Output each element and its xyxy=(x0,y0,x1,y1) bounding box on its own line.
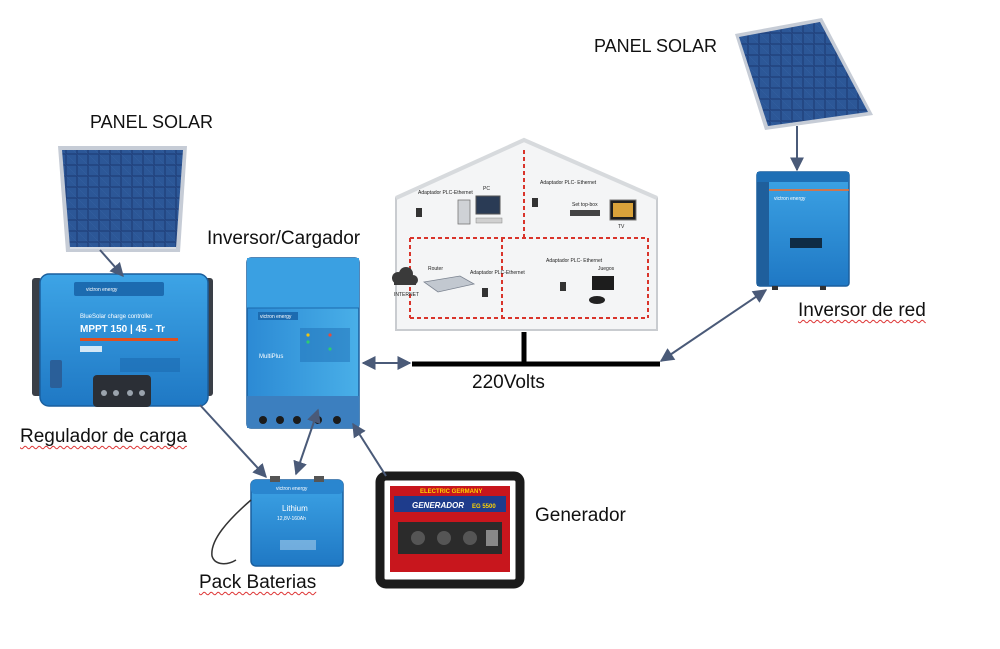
battery-brand: victron energy xyxy=(276,486,308,492)
regulator-model-line1: BlueSolar charge controller xyxy=(80,314,152,320)
arrow-panel-to-regulator xyxy=(99,249,124,278)
house-pc-label: PC xyxy=(483,186,490,192)
generator: ELECTRIC GERMANY GENERADOR EG 5500 xyxy=(375,471,525,589)
house-adapter3-label: Adaptador PLC-Ethernet xyxy=(470,270,525,276)
arrow-generator-to-inverter xyxy=(352,422,387,477)
battery-line1: Lithium xyxy=(282,504,308,513)
label-regulador-text: Regulador de carga xyxy=(20,426,187,447)
label-inversor-red-text: Inversor de red xyxy=(798,300,926,321)
solar-panel-right xyxy=(735,18,873,130)
inverter-charger: victron energy MultiPlus xyxy=(246,257,360,429)
house-adapter1-label: Adaptador PLC-Ethernet xyxy=(418,190,473,196)
arrow-regulator-to-battery xyxy=(199,404,267,479)
label-pack-baterias-text: Pack Baterias xyxy=(199,572,317,593)
multiplus-brand: victron energy xyxy=(260,314,292,320)
generator-name: GENERADOR xyxy=(412,501,464,510)
house-settop-label: Set top-box xyxy=(572,202,598,208)
connections xyxy=(99,126,804,479)
house-tv-label: TV xyxy=(618,224,625,230)
label-regulador: Regulador de carga xyxy=(20,426,187,448)
house-juegos-label: Juegos xyxy=(598,266,615,272)
solar-panel-left xyxy=(58,146,187,252)
internet-cloud-icon xyxy=(392,267,418,285)
regulator-model-line2: MPPT 150 | 45 - Tr xyxy=(80,324,165,335)
label-panel-solar-right: PANEL SOLAR xyxy=(594,36,718,56)
house-internet-label: INTERNET xyxy=(394,292,419,298)
house-adapter4-label: Adaptador PLC- Ethernet xyxy=(546,258,603,264)
arrow-inverter-battery xyxy=(293,408,321,476)
generator-model: EG 5500 xyxy=(472,504,496,510)
charge-regulator: victron energy BlueSolar charge controll… xyxy=(32,273,213,407)
battery-pack: victron energy Lithium 12,8V-160Ah xyxy=(211,476,344,567)
house-illustration: Adaptador PLC-Ethernet PC Adaptador PLC-… xyxy=(392,137,658,331)
label-pack-baterias: Pack Baterias xyxy=(199,572,316,594)
arrow-bus-grid-inverter xyxy=(659,289,768,362)
label-generador: Generador xyxy=(535,505,626,526)
grid-inverter: victron energy xyxy=(756,171,850,290)
label-inversor-cargador: Inversor/Cargador xyxy=(207,228,361,249)
regulator-brand: victron energy xyxy=(86,287,118,293)
battery-line2: 12,8V-160Ah xyxy=(277,516,306,522)
house-router-label: Router xyxy=(428,266,443,272)
label-bus-voltage: 220Volts xyxy=(472,372,545,393)
grid-inverter-brand: victron energy xyxy=(774,196,806,202)
multiplus-name: MultiPlus xyxy=(259,354,283,360)
label-panel-solar-left: PANEL SOLAR xyxy=(90,112,214,132)
label-inversor-red: Inversor de red xyxy=(798,300,926,322)
generator-brand: ELECTRIC GERMANY xyxy=(420,489,482,495)
house-adapter2-label: Adaptador PLC- Ethernet xyxy=(540,180,597,186)
